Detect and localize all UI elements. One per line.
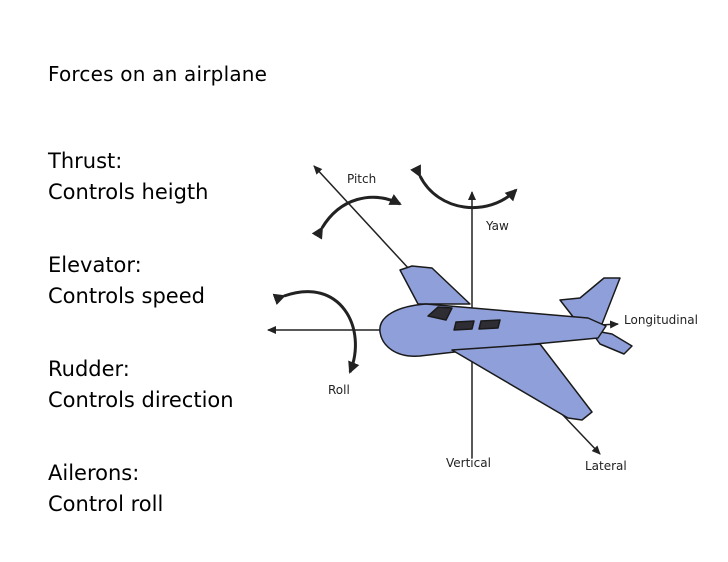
control-description: Controls speed — [48, 284, 205, 308]
cabin-window-2 — [478, 319, 501, 330]
airplane-illustration — [379, 265, 633, 421]
control-name: Elevator: — [48, 253, 142, 277]
page-title: Forces on an airplane — [48, 62, 268, 86]
control-thrust: Thrust: Controls heigth — [48, 146, 278, 208]
control-description: Controls direction — [48, 388, 234, 412]
control-description: Control roll — [48, 492, 164, 516]
roll-label: Roll — [328, 383, 350, 397]
control-description: Controls heigth — [48, 180, 209, 204]
roll-rotation-arrow — [272, 290, 360, 374]
control-elevator: Elevator: Controls speed — [48, 250, 278, 312]
left-wing — [399, 265, 471, 305]
lateral-axis — [559, 411, 601, 455]
horizontal-stabilizer — [589, 329, 633, 355]
control-name: Rudder: — [48, 357, 130, 381]
pitch-label: Pitch — [347, 172, 376, 186]
cabin-window-1 — [453, 320, 475, 331]
control-name: Ailerons: — [48, 461, 140, 485]
control-name: Thrust: — [48, 149, 123, 173]
longitudinal-label: Longitudinal — [624, 313, 698, 327]
lateral-label: Lateral — [585, 459, 627, 473]
right-wing — [451, 343, 593, 421]
control-ailerons: Ailerons: Control roll — [48, 458, 278, 520]
controls-list: Thrust: Controls heigth Elevator: Contro… — [48, 146, 278, 562]
pitch-rotation-arrow — [311, 194, 402, 240]
yaw-label: Yaw — [485, 219, 509, 233]
airplane-axes-diagram: Pitch Yaw Roll Longitudinal Vertical Lat… — [267, 164, 698, 473]
cockpit-window — [427, 306, 453, 321]
control-rudder: Rudder: Controls direction — [48, 354, 278, 416]
vertical-label: Vertical — [446, 456, 491, 470]
yaw-rotation-arrow — [410, 164, 518, 210]
